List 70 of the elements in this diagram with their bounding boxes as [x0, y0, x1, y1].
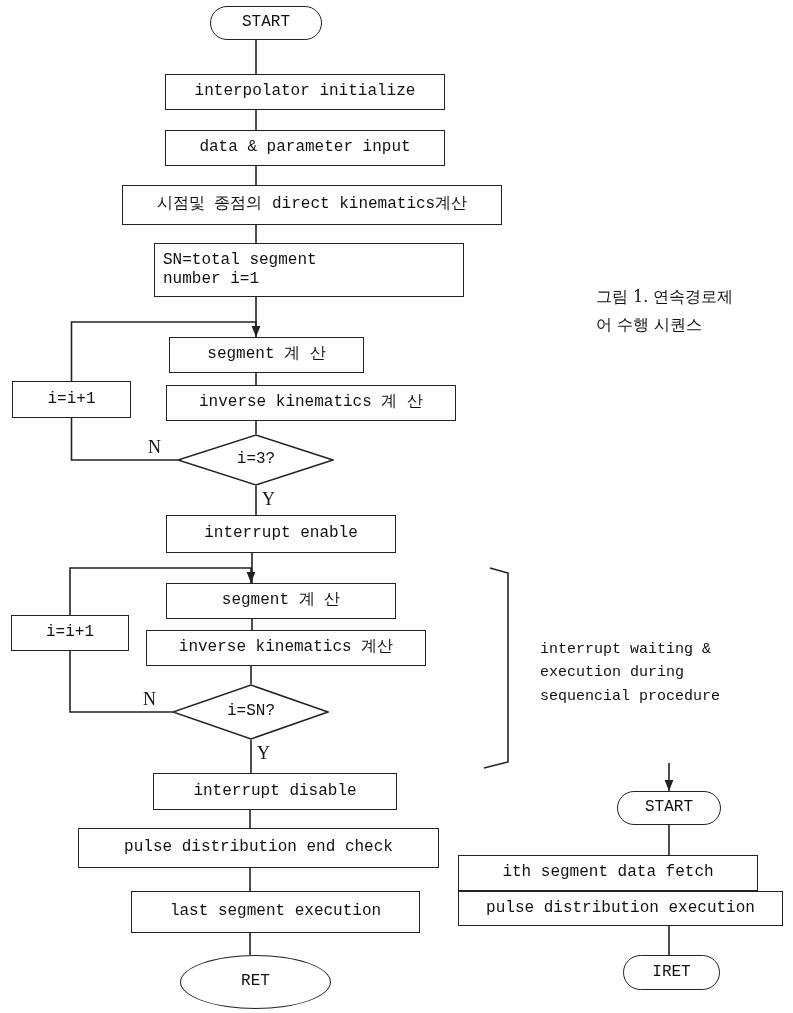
connector-line	[69, 650, 174, 713]
process-box	[165, 130, 445, 166]
edge-label: Y	[257, 744, 270, 762]
node-text: interrupt enable	[204, 524, 358, 544]
process-box	[146, 630, 426, 666]
node-text: ith segment data fetch	[502, 863, 714, 883]
node-text: SN=total segment number i=1	[162, 250, 318, 290]
process-box	[131, 891, 420, 933]
connector-line	[249, 932, 251, 956]
node-text: inverse kinematics 계산	[178, 638, 394, 658]
node-text: i=i+1	[46, 623, 94, 643]
connector-line	[251, 552, 253, 584]
connector-line	[249, 867, 251, 892]
node-text: i=3?	[236, 450, 276, 470]
node-text: interrupt disable	[193, 781, 357, 802]
connector-line	[255, 420, 257, 435]
process-box	[166, 515, 396, 553]
connector-line	[255, 224, 257, 244]
process-box	[458, 891, 783, 926]
figure-caption: 그림 1. 연속경로제어 수행 시퀀스	[596, 286, 735, 336]
node-text: inverse kinematics 계 산	[199, 393, 423, 413]
connector-line	[70, 417, 179, 461]
connector-line	[250, 739, 252, 774]
arrow	[69, 567, 256, 616]
connector-line	[255, 372, 257, 386]
node-text: pulse distribution end check	[124, 838, 393, 858]
connector-line	[668, 824, 670, 856]
connector-line	[250, 665, 252, 685]
node-text: 시점및 종점의 direct kinematics계산	[156, 195, 468, 215]
edge-label: N	[148, 438, 161, 456]
process-box	[154, 243, 464, 297]
process-box	[12, 381, 131, 418]
connector-line	[255, 485, 257, 516]
process-box	[122, 185, 502, 225]
process-box	[166, 583, 396, 619]
node-text: START	[242, 13, 290, 33]
node-text: pulse distribution execution	[486, 898, 755, 919]
node-text: i=i+1	[47, 389, 96, 410]
arrow	[664, 762, 674, 792]
terminal-shape	[210, 6, 322, 40]
process-box	[78, 828, 439, 868]
connector-line	[249, 809, 251, 829]
terminal-shape	[623, 955, 720, 990]
connector-line	[251, 618, 253, 631]
edge-label: Y	[262, 490, 275, 508]
process-box	[11, 615, 129, 651]
process-box	[153, 773, 397, 810]
connector-line	[255, 39, 257, 75]
edge-label: N	[143, 690, 156, 708]
bracket-note: interrupt waiting & execution during sequencial procedure	[540, 640, 722, 707]
node-text: IRET	[652, 962, 691, 983]
node-text: RET	[241, 972, 270, 992]
node-text: last segment execution	[169, 902, 382, 922]
terminal-shape	[617, 791, 721, 825]
decision-diamond	[173, 684, 329, 740]
node-text: START	[645, 798, 693, 818]
node-text: interpolator initialize	[194, 82, 416, 102]
connector-line	[255, 109, 257, 131]
arrow	[70, 321, 261, 382]
decision-diamond	[178, 434, 334, 486]
connector-line	[255, 165, 257, 186]
node-text: data & parameter input	[199, 138, 411, 158]
process-box	[458, 855, 758, 891]
process-box	[166, 385, 456, 421]
process-box	[165, 74, 445, 110]
process-box	[169, 337, 364, 373]
node-text: segment 계 산	[221, 591, 341, 611]
connector-line	[668, 925, 670, 956]
node-text: segment 계 산	[207, 345, 326, 365]
node-text: i=SN?	[227, 702, 275, 722]
